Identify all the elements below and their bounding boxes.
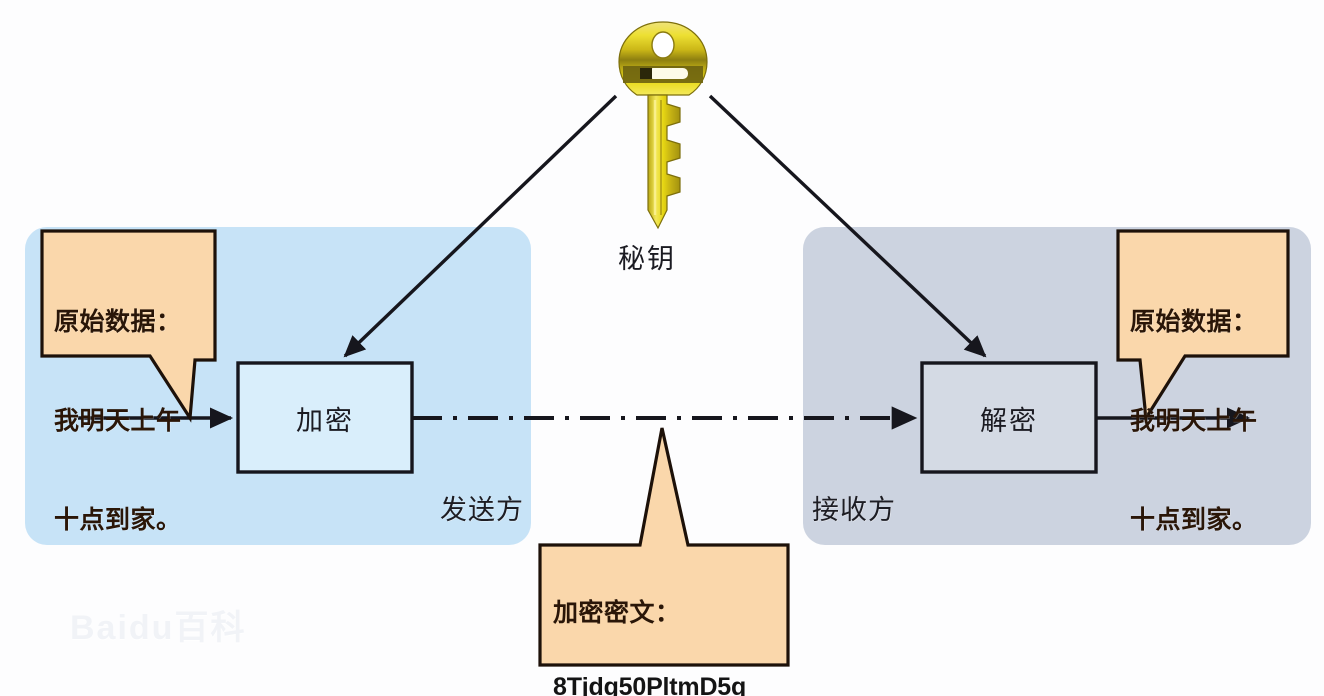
key-to-decrypt-arrow xyxy=(708,94,987,358)
receiver-panel-label: 接收方 xyxy=(812,495,896,525)
callout-right-line-3: 十点到家。 xyxy=(1130,506,1258,534)
encryption-box-label: 加密 xyxy=(296,406,354,436)
callout-right-line-2: 我明天上午 xyxy=(1130,407,1258,435)
sender-panel-label: 发送方 xyxy=(440,495,524,525)
decryption-box-shape xyxy=(920,361,1098,474)
key-label: 秘钥 xyxy=(618,244,676,274)
ciphertext-heading: 加密密文： xyxy=(553,598,681,627)
ciphertext-line-1: 8Tjdg50PltmD5q xyxy=(553,673,747,696)
ciphertext-callout-shape xyxy=(538,427,790,667)
watermark-text: Baidu百科 xyxy=(70,609,247,647)
callout-left-line-1: 原始数据： xyxy=(54,308,182,336)
original-data-callout-left-shape xyxy=(40,229,217,423)
callout-left-line-3: 十点到家。 xyxy=(54,506,182,534)
encryption-box-shape xyxy=(236,361,414,474)
callout-right-line-1: 原始数据： xyxy=(1130,308,1258,336)
original-data-callout-right-text: 原始数据： 我明天上午 十点到家。 xyxy=(1130,240,1288,603)
original-data-callout-right-shape xyxy=(1116,229,1290,423)
callout-left-line-2: 我明天上午 xyxy=(54,407,182,435)
decryption-box-label: 解密 xyxy=(980,406,1038,436)
key-to-encrypt-arrow xyxy=(343,94,618,358)
ciphertext-callout-text: 加密密文： 8Tjdg50PltmD5q wMnBikL42aLk xyxy=(553,555,788,696)
gold-key-icon xyxy=(618,21,708,230)
original-data-callout-left-text: 原始数据： 我明天上午 十点到家。 xyxy=(54,240,212,603)
